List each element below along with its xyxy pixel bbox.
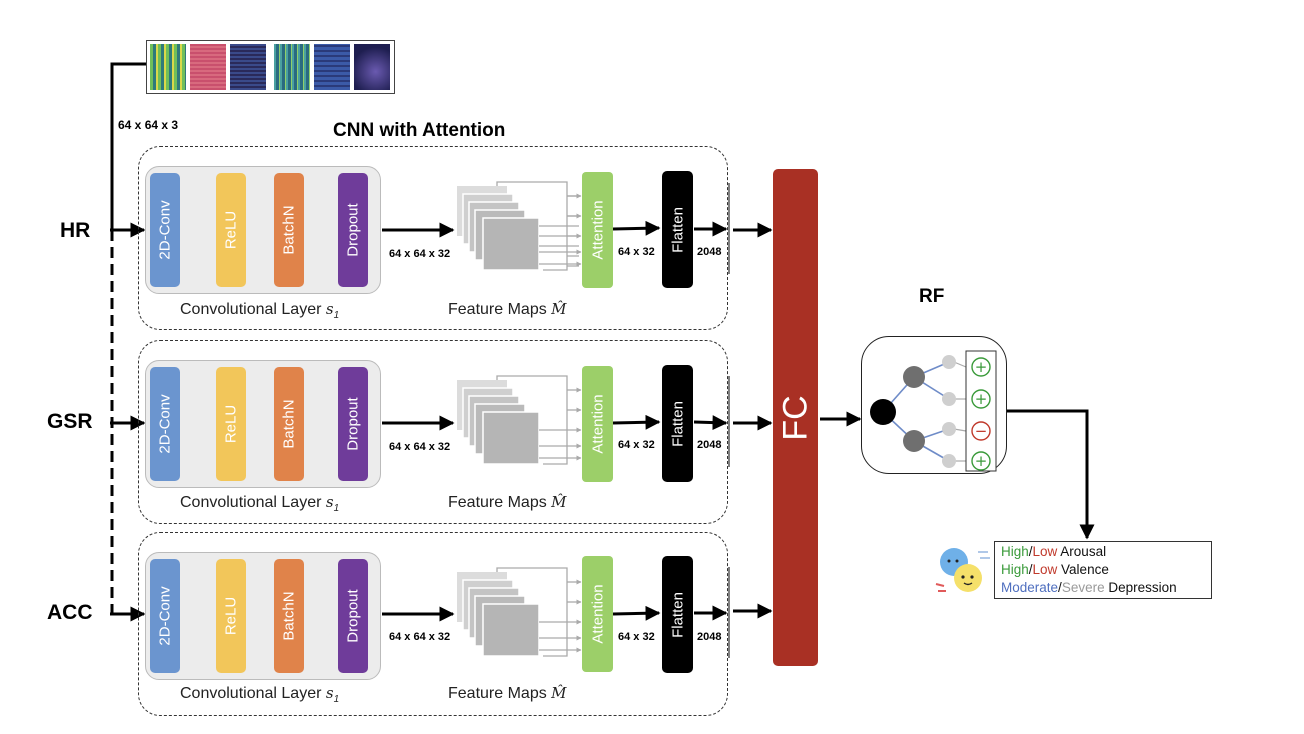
conv2d-block: 2D-Conv bbox=[150, 173, 180, 287]
rf-title: RF bbox=[919, 286, 945, 307]
branch-3 bbox=[138, 532, 728, 716]
random-forest-box: + + − + bbox=[861, 336, 1007, 474]
conv-layer-box-3: 2D-Conv ReLU BatchN Dropout bbox=[145, 552, 381, 680]
thumbnail-4 bbox=[274, 44, 310, 90]
conv-layer-box-1: 2D-Conv ReLU BatchN Dropout bbox=[145, 166, 381, 294]
flatten-block-2: Flatten bbox=[662, 365, 693, 482]
leaf-node bbox=[942, 454, 956, 468]
branch-2-arrows bbox=[382, 414, 773, 431]
feature-maps-caption-2: Feature Maps M̂ bbox=[448, 493, 567, 511]
batchn-block: BatchN bbox=[274, 367, 304, 481]
random-forest-tree: + + − + bbox=[870, 350, 997, 472]
leaf-node bbox=[942, 422, 956, 436]
input-trunk bbox=[110, 62, 148, 614]
att-out-dims-1: 64 x 32 bbox=[618, 246, 655, 258]
dropout-block: Dropout bbox=[338, 559, 368, 673]
valence-output: High/Low Valence bbox=[1001, 562, 1109, 577]
batchn-block: BatchN bbox=[274, 559, 304, 673]
attention-block-2: Attention bbox=[582, 366, 613, 482]
inner-node bbox=[903, 366, 925, 388]
conv-out-dims-2: 64 x 64 x 32 bbox=[389, 441, 451, 453]
hr-label: HR bbox=[60, 219, 91, 242]
conv-layer-caption-1: Convolutional Layer s1 bbox=[180, 300, 340, 322]
att-out-dims-2: 64 x 32 bbox=[618, 439, 655, 451]
conv-out-dims-1: 64 x 64 x 32 bbox=[389, 248, 451, 260]
conv-layer-caption-2: Convolutional Layer s1 bbox=[180, 493, 340, 515]
flat-out-dims-1: 2048 bbox=[697, 246, 722, 258]
leaf-node bbox=[942, 392, 956, 406]
inner-node bbox=[903, 430, 925, 452]
relu-block: ReLU bbox=[216, 559, 246, 673]
thumbnail-2 bbox=[190, 44, 226, 90]
feature-maps-1 bbox=[457, 181, 582, 271]
branch-3-arrows bbox=[382, 603, 773, 622]
branch-2 bbox=[138, 340, 728, 524]
dropout-block: Dropout bbox=[338, 173, 368, 287]
conv-layer-box-2: 2D-Conv ReLU BatchN Dropout bbox=[145, 360, 381, 488]
arousal-output: High/Low Arousal bbox=[1001, 544, 1107, 559]
attention-block-1: Attention bbox=[582, 172, 613, 288]
relu-block: ReLU bbox=[216, 367, 246, 481]
feature-maps-3 bbox=[457, 567, 582, 657]
root-node bbox=[870, 399, 896, 425]
thumbnail-5 bbox=[314, 44, 350, 90]
conv-layer-caption-3: Convolutional Layer s1 bbox=[180, 684, 340, 706]
conv2d-block: 2D-Conv bbox=[150, 559, 180, 673]
rf-to-output-arrow bbox=[1007, 409, 1095, 540]
fc-layer: FC bbox=[773, 169, 818, 666]
conv2d-block: 2D-Conv bbox=[150, 367, 180, 481]
att-out-dims-3: 64 x 32 bbox=[618, 631, 655, 643]
flatten-block-3: Flatten bbox=[662, 556, 693, 673]
branch-1 bbox=[138, 146, 728, 330]
leaf-node bbox=[942, 355, 956, 369]
feature-maps-caption-3: Feature Maps M̂ bbox=[448, 684, 567, 702]
acc-label: ACC bbox=[47, 601, 93, 624]
feature-maps-2 bbox=[457, 375, 582, 465]
attention-block-3: Attention bbox=[582, 556, 613, 672]
batchn-block: BatchN bbox=[274, 173, 304, 287]
feature-maps-caption-1: Feature Maps M̂ bbox=[448, 300, 567, 318]
thumbnail-3 bbox=[230, 44, 266, 90]
dropout-block: Dropout bbox=[338, 367, 368, 481]
flatten-block-1: Flatten bbox=[662, 171, 693, 288]
thumbnail-1 bbox=[150, 44, 186, 90]
flat-out-dims-2: 2048 bbox=[697, 439, 722, 451]
input-image-thumbnails bbox=[146, 40, 395, 94]
emotion-faces-icon bbox=[935, 548, 990, 592]
leaf-vote-4: + bbox=[975, 452, 988, 470]
relu-block: ReLU bbox=[216, 173, 246, 287]
input-dims-label: 64 x 64 x 3 bbox=[118, 118, 179, 132]
depression-output: Moderate/Severe Depression bbox=[1001, 580, 1177, 595]
gsr-label: GSR bbox=[47, 410, 93, 433]
cnn-title: CNN with Attention bbox=[333, 120, 506, 141]
flat-out-dims-3: 2048 bbox=[697, 631, 722, 643]
output-classes-box: High/Low Arousal High/Low Valence Modera… bbox=[994, 541, 1212, 599]
thumbnail-6 bbox=[354, 44, 390, 90]
conv-out-dims-3: 64 x 64 x 32 bbox=[389, 631, 451, 643]
branch-1-arrows bbox=[382, 220, 773, 238]
leaf-vote-2: + bbox=[975, 390, 988, 408]
leaf-vote-1: + bbox=[975, 358, 988, 376]
leaf-vote-3: − bbox=[975, 422, 988, 440]
